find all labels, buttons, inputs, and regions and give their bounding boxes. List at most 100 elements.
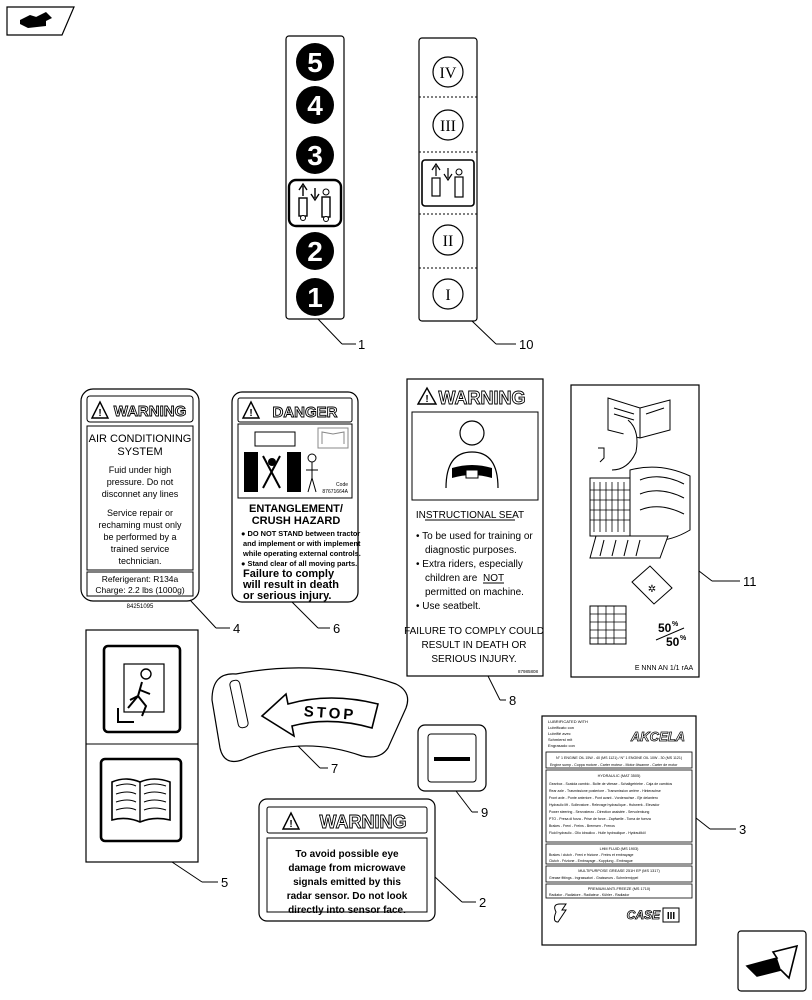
decal-3-row: PTO - Presa di forza - Prise de force - … bbox=[549, 817, 651, 821]
decal-3-row: Front axle - Ponte anteriore - Pont avan… bbox=[549, 796, 658, 800]
decal-2-body-line: radar sensor. Do not look bbox=[287, 891, 408, 902]
roman-circle-3: III bbox=[432, 109, 464, 141]
decal-8-footer: SERIOUS INJURY. bbox=[431, 654, 516, 665]
callout-9: 9 bbox=[481, 805, 488, 820]
decal-4-title-2: SYSTEM bbox=[117, 446, 162, 458]
decal-3-left-line: LUBRIFICATED WITH bbox=[548, 719, 588, 724]
manual-book-icon bbox=[607, 397, 671, 439]
decal-6-consequence: Failure to comply bbox=[243, 568, 335, 580]
svg-text:✲: ✲ bbox=[648, 584, 656, 595]
callout-5: 5 bbox=[221, 875, 228, 890]
warning-triangle-icon bbox=[241, 400, 261, 419]
decal-3-row: Gearbox - Scatola cambio - Boîte de vite… bbox=[549, 782, 672, 786]
number-label-4: 4 bbox=[307, 90, 323, 121]
decal-3-oil-use: Engine sump - Coppa motore - Carter mote… bbox=[550, 763, 678, 767]
decal-3-left-line: Engrasado con bbox=[548, 743, 575, 748]
decal-3-row: Brakes / clutch - Freni e frizione - Fre… bbox=[549, 853, 633, 857]
next-arrow-icon bbox=[737, 930, 807, 992]
decal-4-body-line: pressure. Do not bbox=[107, 477, 174, 487]
decal-8-part-number: 87985808 bbox=[518, 669, 539, 674]
decal-2-body-line: To avoid possible eye bbox=[295, 849, 399, 860]
decal-3-row: Brakes - Freni - Freins - Bremsen - Fren… bbox=[549, 824, 615, 828]
decal-10-roman-positions: IV III II I 10 bbox=[418, 37, 533, 352]
decal-4-refrigerant: Referigerant: R134a bbox=[102, 574, 179, 584]
decal-8-not-word: NOT bbox=[483, 573, 504, 584]
decal-3-row: Radiator - Radiatore - Radiateur - Kühle… bbox=[549, 893, 630, 897]
number-label-3: 3 bbox=[307, 140, 323, 171]
svg-text:!: ! bbox=[98, 408, 101, 419]
number-circle-5: 5 bbox=[296, 43, 334, 81]
number-label-5: 5 bbox=[307, 47, 323, 78]
decal-8-header: WARNING bbox=[439, 388, 526, 408]
manual-book-icon bbox=[99, 757, 183, 843]
decal-2-body-line: directly into sensor face. bbox=[288, 905, 406, 916]
callout-10: 10 bbox=[519, 337, 533, 352]
callout-1: 1 bbox=[358, 337, 365, 352]
nav-arrow-button[interactable] bbox=[6, 6, 76, 36]
decal-8-footer: FAILURE TO COMPLY COULD bbox=[404, 626, 544, 637]
decal-3-brand: AKCELA bbox=[630, 729, 685, 744]
decal-4-body-line: Fuid under high bbox=[109, 465, 172, 475]
coolant-bottle-icon: ✲ bbox=[631, 565, 673, 605]
decal-4-body-line: rechaming must only bbox=[98, 520, 182, 530]
decal-2-header: WARNING bbox=[320, 812, 407, 832]
roman-circle-4: IV bbox=[432, 56, 464, 88]
folder-arrow-icon bbox=[6, 6, 75, 36]
decal-6-bullet: ● Stand clear of all moving parts. bbox=[241, 559, 357, 568]
number-circle-3: 3 bbox=[296, 136, 334, 174]
decal-3-row: Clutch - Frizione - Embrayage - Kupplung… bbox=[549, 859, 633, 863]
decal-3-row: Power steering - Servosterzo - Direction… bbox=[549, 810, 649, 814]
roman-label-3: III bbox=[440, 118, 456, 135]
decal-8-bullet: • Extra riders, especially bbox=[416, 559, 523, 570]
decal-3-section-title: MULTIPURPOSE GREASE 251H EP (MS 1317) bbox=[578, 869, 660, 873]
svg-text:!: ! bbox=[289, 819, 292, 830]
emergency-exit-icon bbox=[102, 644, 182, 734]
callout-2: 2 bbox=[479, 895, 486, 910]
decal-3-section-title: PREMIUM ANTI-FREEZE (MS 1710) bbox=[588, 887, 651, 891]
decal-8-bullet: diagnostic purposes. bbox=[425, 545, 517, 556]
decal-6-consequence: will result in death bbox=[242, 579, 339, 591]
fluid-brand-icon bbox=[553, 903, 567, 923]
decal-6-bullet: ● DO NOT STAND between tractor bbox=[241, 529, 360, 538]
hydraulic-cylinder-icon bbox=[421, 159, 475, 207]
svg-text:!: ! bbox=[425, 394, 428, 405]
warning-triangle-icon bbox=[416, 386, 438, 405]
decal-3-logo-mark: III bbox=[667, 911, 676, 922]
decal-2-body-line: damage from microwave bbox=[288, 863, 406, 874]
decal-11-ratio-bottom: 50 bbox=[666, 635, 680, 649]
callout-3: 3 bbox=[739, 822, 746, 837]
decal-4-body-line: disconnet any lines bbox=[102, 489, 179, 499]
number-circle-1: 1 bbox=[296, 278, 334, 316]
decal-3-left-line: Schmierst mit bbox=[548, 737, 573, 742]
svg-text:!: ! bbox=[249, 408, 252, 419]
decal-4-body-line: technician. bbox=[118, 556, 161, 566]
decal-3-row: Fluid hydraulic - Olio idraulico - Huile… bbox=[549, 831, 646, 835]
decal-11-ratio-top: 50 bbox=[658, 621, 672, 635]
decal-4-part-number: 84251095 bbox=[127, 604, 154, 610]
decal-8-bullet: permitted on machine. bbox=[425, 587, 524, 598]
warning-triangle-icon bbox=[90, 400, 110, 419]
decal-1-position-numbers: 5 4 3 2 1 1 bbox=[285, 35, 365, 352]
decal-9-minus-key: 9 bbox=[417, 724, 488, 820]
decal-6-bullet: and implement or with implement bbox=[243, 539, 361, 548]
roman-circle-2: II bbox=[432, 224, 464, 256]
decal-3-row: Rear axle - Trasmissione posteriore - Tr… bbox=[549, 789, 661, 793]
decal-6-title-2: CRUSH HAZARD bbox=[252, 515, 341, 527]
next-page-button[interactable] bbox=[737, 930, 807, 992]
decal-7-stop-label: STOP bbox=[303, 703, 357, 724]
decal-6-consequence: or serious injury. bbox=[243, 590, 331, 602]
decal-4-body-line: Service repair or bbox=[107, 508, 173, 518]
decal-7-stop-arrow: STOP 7 bbox=[211, 667, 409, 776]
decal-6-title-1: ENTANGLEMENT/ bbox=[249, 503, 343, 515]
tractor-crush-pictogram bbox=[244, 431, 318, 493]
roman-label-1: I bbox=[445, 287, 450, 304]
callout-8: 8 bbox=[509, 693, 516, 708]
decal-2-body-line: signals emitted by this bbox=[293, 877, 401, 888]
decal-11-maintenance-pictogram: ✲ 50 % 50 % E NNN AN 1/1 rAA 11 bbox=[570, 384, 757, 678]
number-circle-2: 2 bbox=[296, 232, 334, 270]
decal-6-bullet: while operating external controls. bbox=[242, 549, 361, 558]
radiator-icon bbox=[589, 605, 627, 645]
decal-3-left-line: Lubrificato con bbox=[548, 725, 574, 730]
decal-8-bullet: • Use seatbelt. bbox=[416, 601, 481, 612]
